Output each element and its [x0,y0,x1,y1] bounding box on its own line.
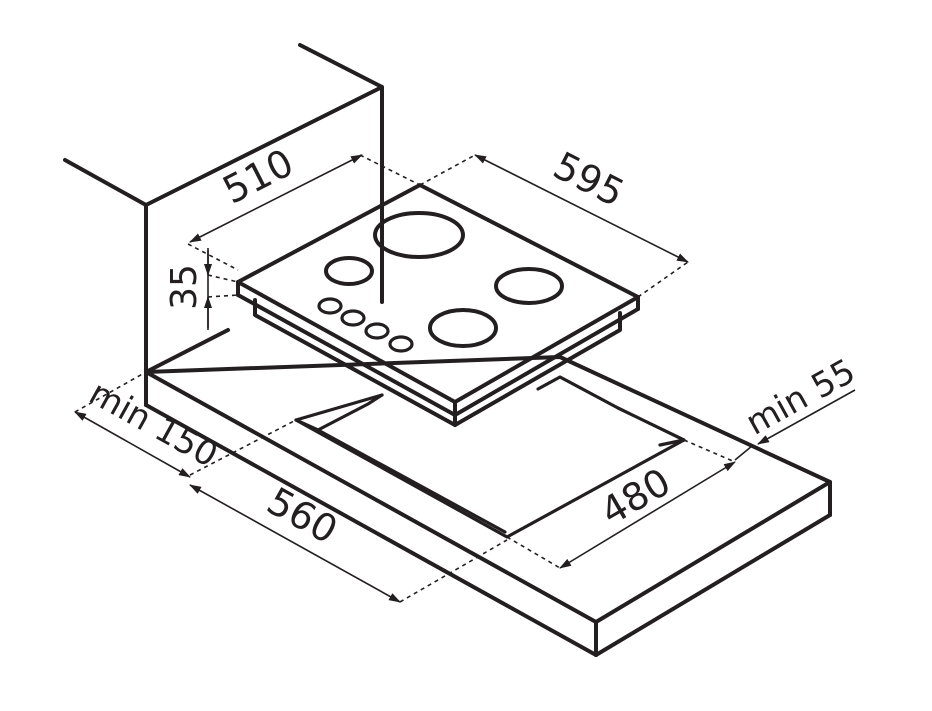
burner-medium-front-icon [428,308,498,348]
wall-icon [63,43,384,374]
dimension-min-150: min 150 [74,371,297,478]
dimension-min-55: min 55 [734,351,862,461]
control-knobs-icon [317,297,414,353]
label-35: 35 [164,264,205,310]
burner-medium-right-icon [494,267,564,305]
burner-large-icon [373,211,465,259]
dimension-560: 560 [189,479,508,603]
dimension-480: 480 [506,439,736,569]
label-560: 560 [260,479,345,553]
hob-icon [236,183,640,427]
label-595: 595 [547,143,632,215]
label-min-150: min 150 [82,373,224,476]
burner-small-icon [324,256,374,286]
label-min-55: min 55 [739,351,862,443]
dimension-35: 35 [164,248,239,330]
label-510: 510 [216,140,301,212]
worktop-icon [144,355,832,657]
